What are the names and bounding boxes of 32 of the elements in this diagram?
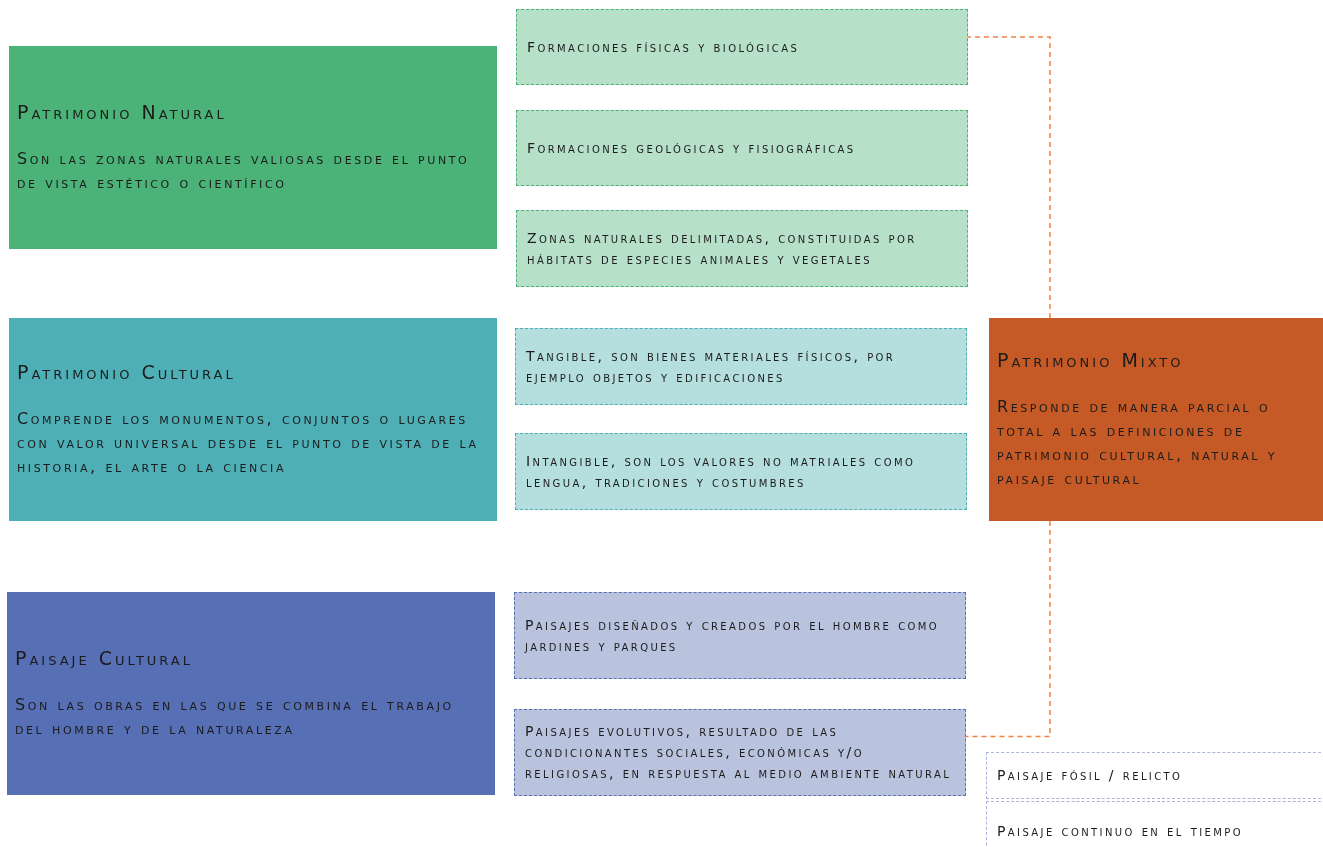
subtype-text: Paisajes evolutivos, resultado de las condicionantes sociales, económicas y/o religiosas, en respuesta al medio ambiente natural: [525, 722, 953, 783]
subtype-text: Paisaje continuo en el tiempo: [997, 821, 1244, 841]
subtype-text: Formaciones geológicas y fisiográficas: [527, 138, 857, 158]
category-box: [7, 592, 495, 795]
subtype-text: Intangible, son los valores no matriales como lengua, tradiciones y costumbres: [526, 451, 917, 492]
subtype-box: [514, 709, 966, 796]
category-box: [9, 318, 497, 521]
category-title: Patrimonio Natural: [17, 100, 228, 123]
subtype-box: [515, 433, 967, 510]
subtype-box: [514, 592, 966, 679]
subtype-box: [516, 9, 968, 85]
category-description: Son las obras en las que se combina el trabajo del hombre y de la naturaleza: [15, 693, 455, 740]
category-description: Comprende los monumentos, conjuntos o lugares con valor universal desde el punto de vista de la historia, el arte o la ciencia: [17, 407, 480, 478]
subtype-text: Paisajes diseñados y creados por el hombre como jardines y parques: [525, 615, 941, 656]
dashed-connector: [967, 36, 1051, 319]
subtype-box: [516, 110, 968, 186]
subtype-text: Formaciones físicas y biológicas: [527, 37, 801, 57]
category-description: Responde de manera parcial o total a las definiciones de patrimonio cultural, natural y paisaje cultural: [997, 395, 1279, 490]
category-title: Patrimonio Cultural: [17, 360, 237, 383]
subtype-text: Tangible, son bienes materiales físicos, por ejemplo objetos y edificaciones: [526, 346, 897, 387]
dashed-connector: [965, 520, 1051, 738]
subtype-text: Zonas naturales delimitadas, constituidas por hábitats de especies animales y vegetales: [527, 228, 918, 269]
category-title: Paisaje Cultural: [15, 646, 194, 669]
subtype-text: Paisaje fósil / relicto: [997, 766, 1184, 785]
category-box: [989, 318, 1323, 521]
category-box: [9, 46, 497, 249]
category-title: Patrimonio Mixto: [997, 348, 1185, 371]
subtype-box: [986, 752, 1323, 799]
subtype-box: [986, 801, 1323, 847]
subtype-box: [516, 210, 968, 287]
category-description: Son las zonas naturales valiosas desde el punto de vista estético o científico: [17, 147, 471, 194]
subtype-box: [515, 328, 967, 405]
